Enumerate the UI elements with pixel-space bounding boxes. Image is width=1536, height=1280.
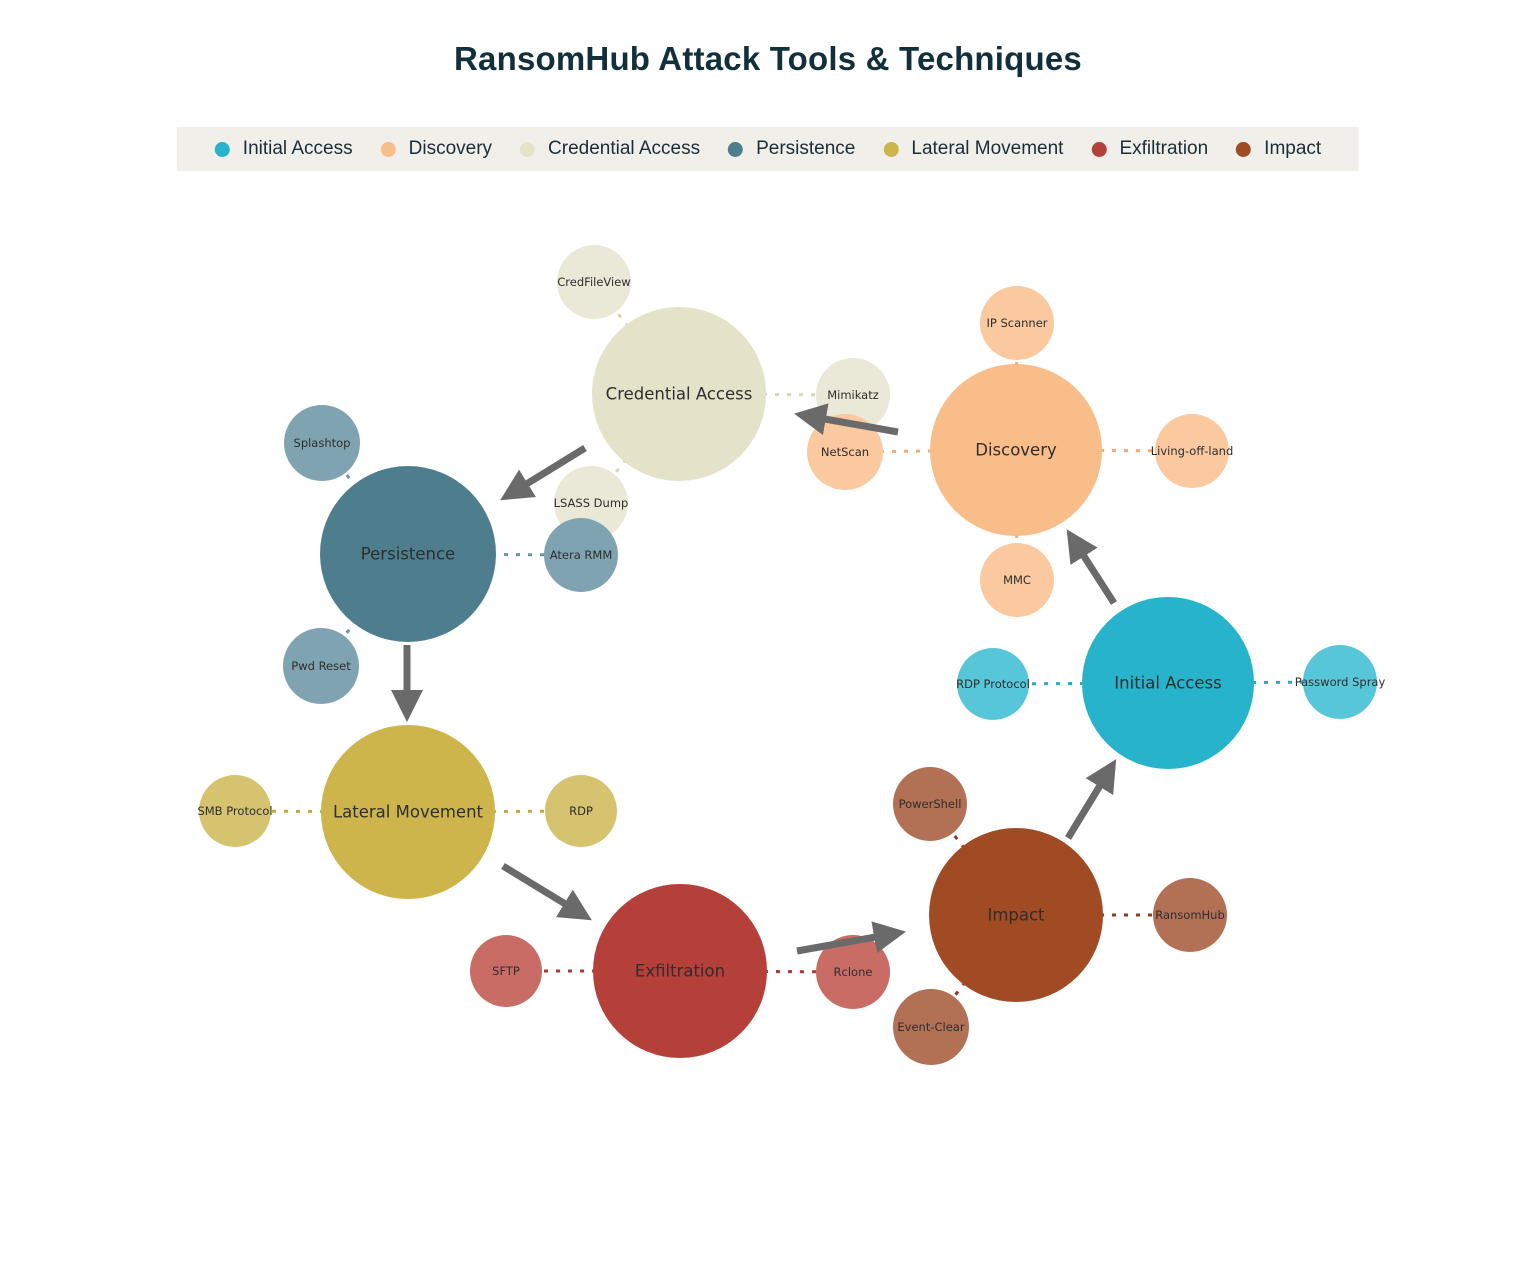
arrow-exfiltration-to-impact: [796, 921, 906, 955]
legend-item-lateral-movement[interactable]: Lateral Movement: [883, 138, 1063, 160]
node-impact[interactable]: [929, 828, 1103, 1002]
node-lateral-movement[interactable]: [321, 725, 495, 899]
node-rdp-protocol[interactable]: [957, 648, 1029, 720]
legend-dot-initial-access: [214, 141, 230, 157]
node-sftp[interactable]: [470, 935, 542, 1007]
node-rclone[interactable]: [816, 935, 890, 1009]
legend-item-exfiltration[interactable]: Exfiltration: [1091, 138, 1208, 160]
arrow-credential-access-to-persistence: [500, 445, 587, 501]
legend-dot-impact: [1236, 141, 1252, 157]
arrow-initial-access-to-discovery: [1066, 529, 1117, 605]
node-atera-rmm[interactable]: [544, 518, 618, 592]
legend-dot-discovery: [380, 141, 396, 157]
legend-item-discovery[interactable]: Discovery: [380, 138, 493, 160]
node-splashtop[interactable]: [284, 405, 360, 481]
legend-label-exfiltration: Exfiltration: [1119, 138, 1209, 159]
legend-dot-lateral-movement: [883, 141, 899, 157]
legend-item-persistence[interactable]: Persistence: [728, 138, 855, 160]
node-living-off-land[interactable]: [1155, 414, 1229, 488]
node-ip-scanner[interactable]: [980, 286, 1054, 360]
node-event-clear[interactable]: [893, 989, 969, 1065]
node-password-spray[interactable]: [1303, 645, 1377, 719]
node-ransomhub[interactable]: [1153, 878, 1227, 952]
legend-item-impact[interactable]: Impact: [1236, 138, 1321, 160]
legend-label-discovery: Discovery: [408, 138, 493, 159]
page-title: RansomHub Attack Tools & Techniques: [454, 40, 1082, 77]
legend-label-initial-access: Initial Access: [242, 138, 353, 159]
legend: Initial Access Discovery Credential Access…: [176, 127, 1360, 171]
node-smb-protocol[interactable]: [199, 775, 271, 847]
node-initial-access[interactable]: [1082, 597, 1254, 769]
legend-dot-persistence: [728, 141, 744, 157]
arrow-impact-to-initial-access: [1065, 759, 1117, 840]
node-persistence[interactable]: [320, 466, 496, 642]
node-rdp[interactable]: [545, 775, 617, 847]
arrow-discovery-to-credential-access: [794, 403, 899, 436]
flow-arrows: [390, 403, 1117, 955]
node-credfileview[interactable]: [557, 245, 631, 319]
arrow-lateral-movement-to-exfiltration: [501, 863, 592, 921]
node-exfiltration[interactable]: [593, 884, 767, 1058]
node-powershell[interactable]: [893, 767, 967, 841]
legend-label-impact: Impact: [1264, 138, 1322, 159]
legend-item-credential-access[interactable]: Credential Access: [520, 138, 700, 160]
legend-label-persistence: Persistence: [756, 138, 856, 159]
node-mimikatz[interactable]: [816, 358, 890, 432]
legend-item-initial-access[interactable]: Initial Access: [214, 138, 353, 160]
legend-label-lateral-movement: Lateral Movement: [911, 138, 1064, 159]
node-credential-access[interactable]: [592, 307, 766, 481]
edge-initial-access-password-spray: [1167, 680, 1341, 685]
legend-label-credential-access: Credential Access: [548, 138, 701, 159]
legend-dot-credential-access: [520, 141, 536, 157]
legend-dot-exfiltration: [1091, 141, 1107, 157]
node-pwd-reset[interactable]: [283, 628, 359, 704]
node-discovery[interactable]: [930, 364, 1102, 536]
node-mmc[interactable]: [980, 543, 1054, 617]
